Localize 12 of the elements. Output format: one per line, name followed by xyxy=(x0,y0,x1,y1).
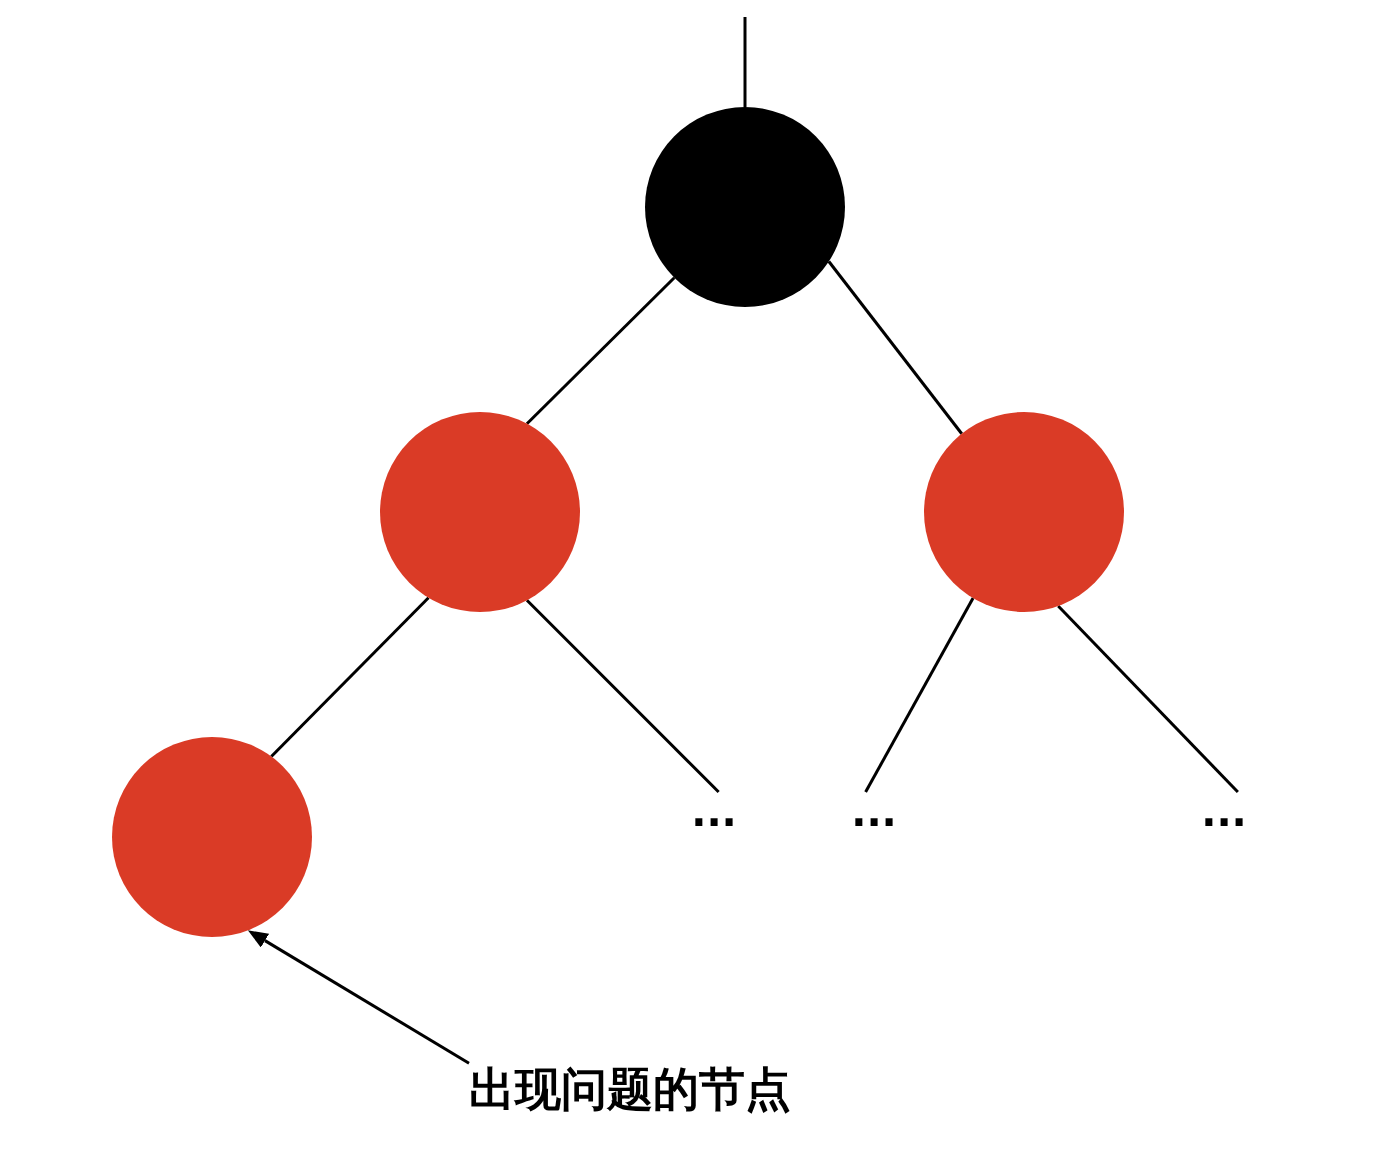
connector-line xyxy=(864,597,975,793)
connector-line xyxy=(270,596,430,758)
ellipsis-label: ... xyxy=(851,792,897,832)
ellipsis-label: ... xyxy=(691,792,737,832)
ellipsis-label: ... xyxy=(1201,792,1247,832)
leader-arrow xyxy=(251,932,470,1065)
connector-line xyxy=(1057,604,1239,794)
connector-line xyxy=(827,260,963,435)
connector-line xyxy=(525,599,720,794)
connector-line xyxy=(743,17,747,107)
annotation-text: 出现问题的节点 xyxy=(469,1062,791,1118)
connector-line xyxy=(525,276,676,425)
